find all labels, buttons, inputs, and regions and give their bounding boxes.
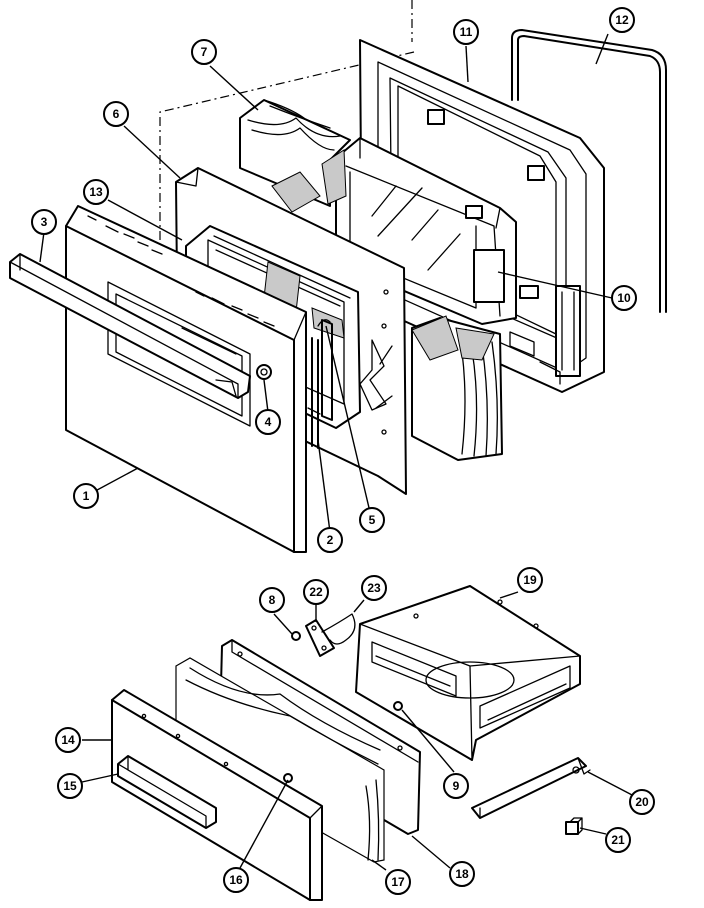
- part-2-hinge: [307, 337, 321, 449]
- callout-1: 1: [73, 483, 99, 509]
- part-19-drawer-body: [355, 585, 581, 761]
- part-8-screw: [291, 631, 301, 641]
- callout-label: 8: [269, 593, 276, 607]
- callout-13: 13: [83, 179, 109, 205]
- callout-label: 16: [229, 873, 243, 887]
- callout-label: 14: [61, 733, 75, 747]
- callout-20: 20: [629, 789, 655, 815]
- callout-12: 12: [609, 7, 635, 33]
- callout-label: 5: [369, 513, 376, 527]
- callout-label: 22: [309, 585, 323, 599]
- callout-17: 17: [385, 869, 411, 895]
- callout-21: 21: [605, 827, 631, 853]
- leader-lines: [39, 33, 635, 871]
- callout-3: 3: [31, 209, 57, 235]
- callout-6: 6: [103, 101, 129, 127]
- callout-label: 21: [611, 833, 625, 847]
- callout-8: 8: [259, 587, 285, 613]
- callout-label: 23: [367, 581, 381, 595]
- callout-label: 10: [617, 291, 631, 305]
- callout-label: 18: [455, 867, 469, 881]
- callout-label: 17: [391, 875, 405, 889]
- insulation-lower: [411, 315, 503, 461]
- vent-slots: [87, 215, 275, 327]
- callout-label: 9: [453, 779, 460, 793]
- part-9-screw: [393, 701, 403, 711]
- part-1-outer-door: [65, 205, 307, 553]
- callout-5: 5: [359, 507, 385, 533]
- callout-18: 18: [449, 861, 475, 887]
- part-22-bracket: [305, 619, 335, 657]
- part-3-handle: [9, 253, 251, 399]
- callout-label: 4: [265, 415, 272, 429]
- callout-label: 12: [615, 13, 629, 27]
- callout-4: 4: [255, 409, 281, 435]
- part-21-clip: [565, 817, 583, 835]
- part-7-insulation: [239, 99, 351, 213]
- callout-label: 3: [41, 215, 48, 229]
- part-20-slide-rail: [471, 757, 591, 819]
- callout-label: 7: [201, 45, 208, 59]
- callout-label: 19: [523, 573, 537, 587]
- callout-22: 22: [303, 579, 329, 605]
- callout-23: 23: [361, 575, 387, 601]
- callout-11: 11: [453, 19, 479, 45]
- callout-16: 16: [223, 867, 249, 893]
- callout-9: 9: [443, 773, 469, 799]
- callout-label: 6: [113, 107, 120, 121]
- part-12-door-gasket: [511, 29, 667, 313]
- callout-19: 19: [517, 567, 543, 593]
- callout-label: 13: [89, 185, 103, 199]
- callout-10: 10: [611, 285, 637, 311]
- callout-label: 2: [327, 533, 334, 547]
- callout-2: 2: [317, 527, 343, 553]
- callout-label: 11: [460, 25, 473, 39]
- part-4-knob: [256, 364, 272, 380]
- callout-label: 1: [83, 489, 90, 503]
- part-5-hinge-pin: [317, 319, 333, 421]
- part-15-drawer-handle: [117, 755, 217, 829]
- part-23-wire: [321, 613, 356, 645]
- callout-7: 7: [191, 39, 217, 65]
- part-16-fastener: [283, 773, 293, 783]
- callout-label: 20: [635, 795, 649, 809]
- callout-15: 15: [57, 773, 83, 799]
- callout-label: 15: [63, 779, 77, 793]
- callout-14: 14: [55, 727, 81, 753]
- part-14-drawer-front: [111, 689, 323, 901]
